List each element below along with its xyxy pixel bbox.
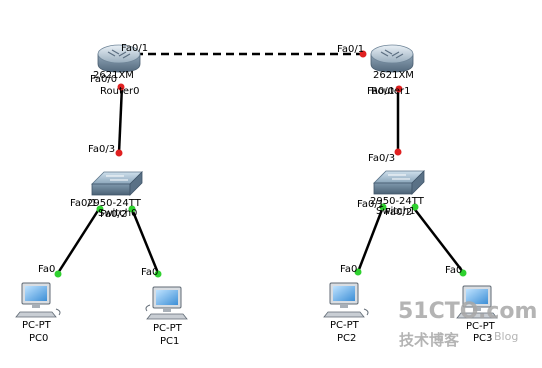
pc3[interactable]	[456, 285, 498, 319]
router1-model-label: 2621XM	[373, 70, 414, 81]
status-dot-s0-fa03	[115, 149, 123, 157]
router-icon	[370, 44, 414, 73]
status-dot-r1-fa00	[395, 85, 403, 93]
status-dot-pc3	[459, 269, 467, 277]
status-dot-s0-fa02	[128, 205, 136, 213]
status-dot-r1-fa01	[359, 50, 367, 58]
status-dot-pc0	[54, 270, 62, 278]
router0-model-label: 2621XM	[93, 70, 134, 81]
switch0-name-label: Switch0	[98, 208, 137, 219]
port-label-r1-fa00: Fa0/0	[367, 86, 394, 97]
pc2-name-label: PC2	[337, 333, 356, 344]
switch-icon	[373, 170, 425, 195]
status-dot-s1-fa01	[379, 203, 387, 211]
status-dot-pc2	[354, 268, 362, 276]
watermark-blog: Blog	[494, 330, 518, 343]
pc-icon	[15, 282, 61, 318]
switch1[interactable]	[373, 170, 425, 195]
link-switch0-pc1[interactable]	[130, 208, 160, 274]
pc3-name-label: PC3	[473, 333, 492, 344]
watermark-tagline: 技术博客	[399, 331, 460, 349]
port-label-r0-fa00: Fa0/0	[90, 74, 117, 85]
link-switch0-pc0[interactable]	[56, 208, 101, 274]
port-label-pc0: Fa0	[38, 264, 55, 275]
pc2-type-label: PC-PT	[330, 320, 360, 331]
router0[interactable]	[97, 44, 141, 73]
switch1-model-label: 2950-24TT	[370, 196, 425, 207]
port-label-r0-fa01: Fa0/1	[121, 43, 148, 54]
switch0-model-label: 2950-24TT	[87, 198, 142, 209]
router1-name-label: Router1	[371, 86, 411, 97]
labels: Fa0/1 Fa0/0 2621XM Router0 Fa0/1 2621XM …	[22, 43, 496, 347]
pc2[interactable]	[323, 282, 369, 318]
pc0-type-label: PC-PT	[22, 320, 52, 331]
status-dot-s0-fa01	[96, 205, 104, 213]
link-router0-switch0[interactable]	[117, 85, 124, 154]
router1[interactable]	[370, 44, 414, 73]
router-icon	[97, 44, 141, 73]
port-label-s0-fa01: Fa0/1	[70, 198, 97, 209]
port-label-s1-fa01: Fa0/1	[357, 199, 384, 210]
link-status-lights	[54, 50, 467, 278]
port-label-s0-fa03: Fa0/3	[88, 144, 115, 155]
port-label-s0-fa02: Fa0/2	[100, 209, 127, 220]
links	[56, 52, 464, 274]
pc-icon	[323, 282, 369, 318]
pc0-name-label: PC0	[29, 333, 48, 344]
link-switch1-pc3[interactable]	[412, 206, 464, 273]
pc1-type-label: PC-PT	[153, 323, 183, 334]
watermark: 51CTO.com 技术博客 Blog	[398, 299, 537, 349]
pc1-name-label: PC1	[160, 336, 179, 347]
pc-icon	[145, 286, 188, 320]
link-switch1-pc2[interactable]	[356, 206, 385, 273]
port-label-pc2: Fa0	[340, 264, 357, 275]
status-dot-s1-fa02	[411, 203, 419, 211]
port-label-s1-fa02: Fa0/2	[385, 207, 412, 218]
watermark-site: 51CTO.com	[398, 299, 537, 324]
switch1-name-label: Switch1	[376, 206, 415, 217]
pc0[interactable]	[15, 282, 61, 318]
status-dot-r0-fa00	[117, 83, 125, 91]
pc3-type-label: PC-PT	[466, 321, 496, 332]
router0-name-label: Router0	[100, 86, 140, 97]
port-label-s1-fa03: Fa0/3	[368, 153, 395, 164]
pc1[interactable]	[145, 286, 188, 320]
switch0[interactable]	[91, 171, 143, 196]
status-dot-pc1	[154, 270, 162, 278]
port-label-pc1: Fa0	[141, 267, 158, 278]
switch-icon	[91, 171, 143, 196]
pc-icon	[456, 285, 498, 319]
port-label-pc3: Fa0	[445, 265, 462, 276]
port-label-r1-fa01: Fa0/1	[337, 44, 364, 55]
status-dot-s1-fa03	[394, 148, 402, 156]
